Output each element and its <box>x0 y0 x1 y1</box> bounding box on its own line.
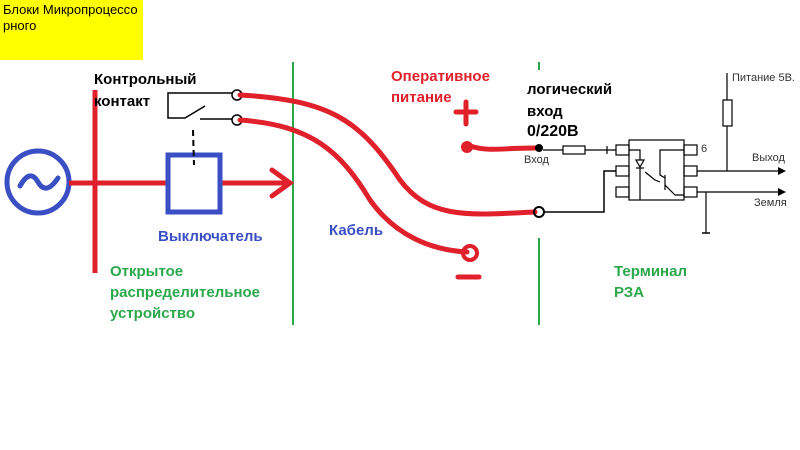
breaker-label: Выключатель <box>158 228 263 245</box>
output-arrow-icon <box>778 167 786 175</box>
switchgear-label-1: Открытое <box>110 263 184 280</box>
switchgear-label-2: распределительное <box>110 284 261 301</box>
operative-power-label-2: питание <box>391 89 452 106</box>
input-pin-label: Вход <box>524 154 549 166</box>
cable-label: Кабель <box>329 222 384 239</box>
breaker-link-dashed <box>192 129 195 166</box>
cable-wire-bottom <box>237 117 470 255</box>
terminal-label-1: Терминал <box>614 263 687 280</box>
plus-sign-icon <box>453 99 479 127</box>
negative-terminal-icon <box>461 244 479 262</box>
power-5v-label: Питание 5В. <box>732 72 795 84</box>
pullup-resistor <box>722 99 733 127</box>
slide-title: Блоки Микропроцессорного <box>0 0 143 60</box>
control-contact-icon <box>167 92 232 120</box>
logic-input-label-1: логический <box>527 81 613 98</box>
pin6-label: 6 <box>701 143 708 155</box>
control-contact-label-1: Контрольный <box>94 71 197 88</box>
logic-input-label-3: 0/220В <box>527 123 579 140</box>
output-label: Выход <box>752 152 785 164</box>
cable-wire-top <box>237 92 538 217</box>
control-contact-label-2: контакт <box>94 93 151 110</box>
terminal-label-2: РЗА <box>614 284 645 301</box>
input-terminal-icon <box>535 144 543 152</box>
arrow-head <box>269 167 295 199</box>
positive-terminal-icon <box>461 141 473 153</box>
common-line <box>544 170 616 213</box>
optocoupler-icon <box>615 139 698 201</box>
ground-label: Земля <box>754 197 787 209</box>
ground-arrow-icon <box>778 188 786 196</box>
input-resistor <box>562 145 586 155</box>
positive-wire <box>467 143 538 152</box>
logic-input-label-2: вход <box>527 103 563 120</box>
switchgear-label-3: устройство <box>110 305 196 322</box>
generator-icon <box>4 148 72 216</box>
operative-power-label-1: Оперативное <box>391 68 490 85</box>
